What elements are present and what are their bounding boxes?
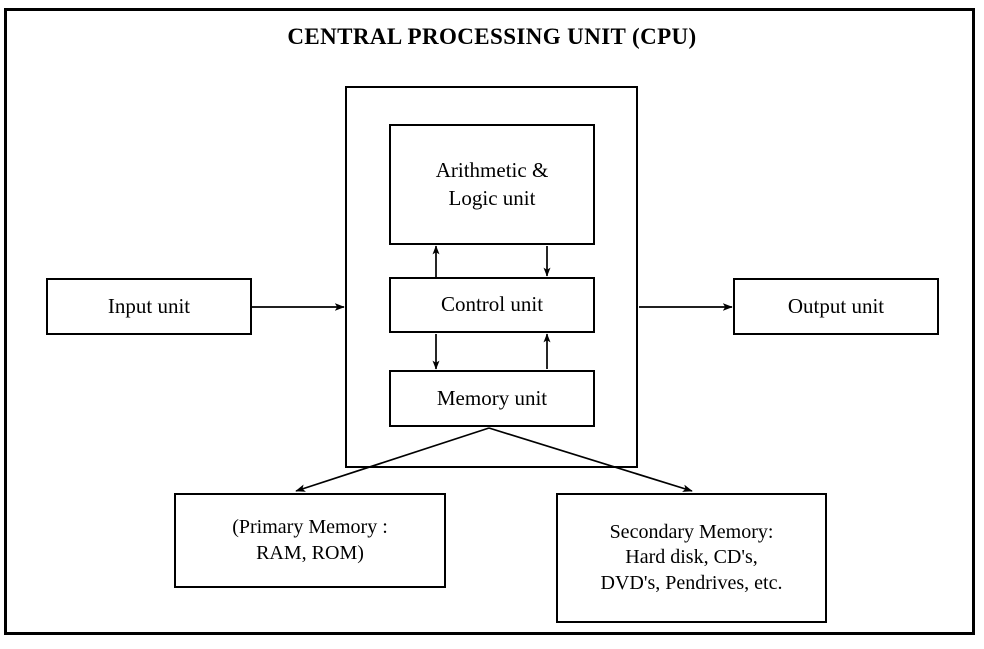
memory-unit-box: Memory unit (389, 370, 595, 427)
control-unit-box: Control unit (389, 277, 595, 333)
secondary-memory-box: Secondary Memory: Hard disk, CD's, DVD's… (556, 493, 827, 623)
arithmetic-logic-unit-label: Arithmetic & Logic unit (435, 158, 549, 210)
memory-unit-label: Memory unit (436, 385, 548, 410)
primary-memory-label: (Primary Memory : RAM, ROM) (232, 515, 388, 564)
control-unit-label: Control unit (440, 292, 544, 317)
primary-memory-box: (Primary Memory : RAM, ROM) (174, 493, 446, 588)
input-unit-label: Input unit (107, 293, 191, 318)
secondary-memory-label: Secondary Memory: Hard disk, CD's, DVD's… (600, 520, 783, 594)
arithmetic-logic-unit-box: Arithmetic & Logic unit (389, 124, 595, 245)
output-unit-label: Output unit (787, 293, 885, 318)
page-title: CENTRAL PROCESSING UNIT (CPU) (287, 24, 697, 49)
output-unit-box: Output unit (733, 278, 939, 335)
input-unit-box: Input unit (46, 278, 252, 335)
